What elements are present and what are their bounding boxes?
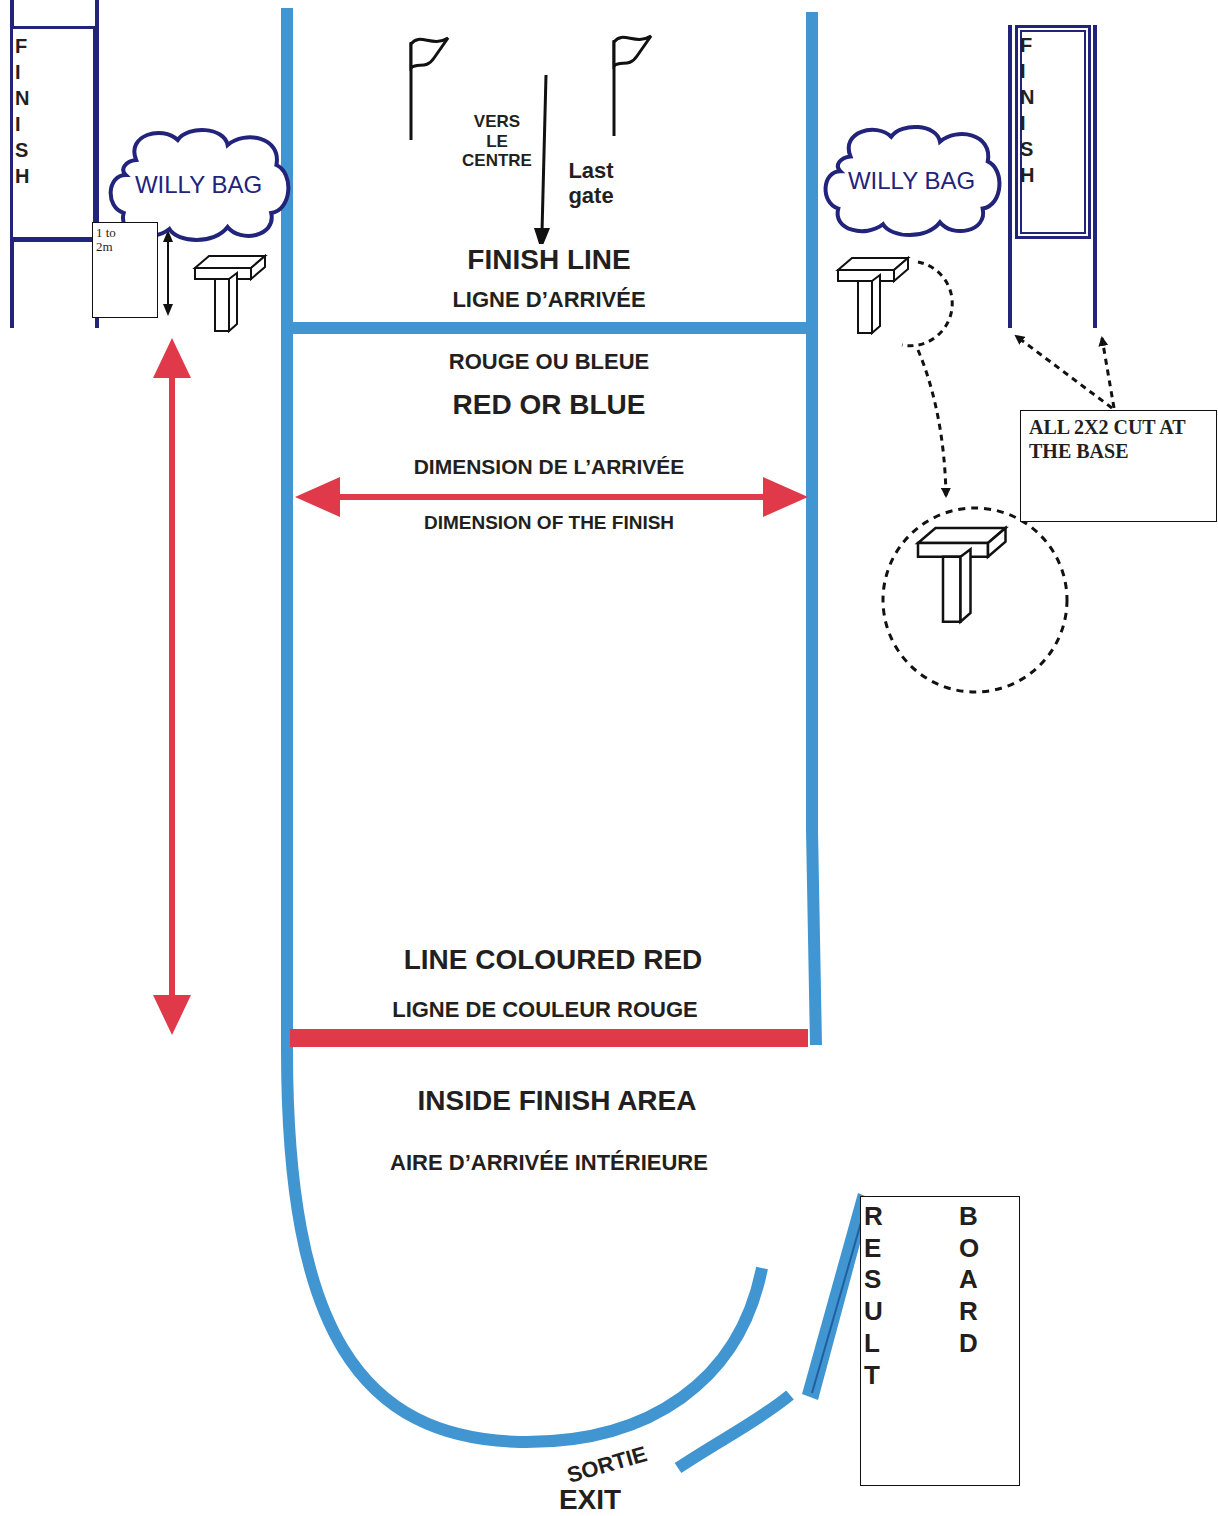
direction-label: VERS LE CENTRE — [459, 112, 535, 171]
area-label: INSIDE FINISH AREA — [415, 1085, 700, 1117]
cloud-shape: WILLY BAG — [820, 122, 1003, 240]
dimension-label: DIMENSION DE L’ARRIVÉE — [411, 455, 688, 479]
post-detail — [918, 528, 1006, 622]
finish-corridor — [287, 8, 816, 1468]
red-line-label: LINE COLOURED RED — [401, 944, 706, 976]
finish-banner-box: FINISH — [10, 26, 96, 240]
detail-leader — [918, 350, 946, 496]
board-column: BOARD — [959, 1201, 979, 1360]
finish-banner: FINISH — [15, 33, 30, 189]
line-colour-note: RED OR BLUE — [450, 389, 649, 421]
height-note: 1 to 2m — [93, 223, 116, 255]
note-box: RESULT BOARD — [860, 1196, 1020, 1486]
exit-label: SORTIE — [561, 1440, 652, 1489]
note-box: ALL 2X2 CUT AT THE BASE — [1020, 410, 1217, 522]
height-arrow — [163, 230, 173, 316]
cut-note: ALL 2X2 CUT AT THE BASE — [1021, 411, 1189, 463]
dimension-arrows — [153, 338, 808, 1035]
finish-line-label: LIGNE D’ARRIVÉE — [449, 287, 648, 312]
detail-circle — [883, 508, 1067, 692]
detail-mark — [902, 262, 952, 346]
finish-banner-box: FINISH — [1015, 25, 1091, 239]
dimension-label: DIMENSION OF THE FINISH — [421, 512, 677, 534]
cut-leader — [1102, 338, 1114, 408]
direction-arrow — [542, 75, 546, 232]
exit-label: EXIT — [556, 1484, 624, 1516]
line-colour-note: ROUGE OU BLEUE — [446, 349, 652, 374]
area-label: AIRE D’ARRIVÉE INTÉRIEURE — [387, 1150, 711, 1175]
finish-posts — [12, 0, 1095, 328]
note-box: 1 to 2m — [92, 222, 158, 318]
result-column: RESULT — [864, 1201, 884, 1391]
finish-banner: FINISH — [1020, 32, 1035, 188]
post-icon — [195, 256, 265, 331]
gate-flags — [411, 36, 651, 140]
post-icon — [838, 258, 908, 333]
exit-barrier-line — [812, 1205, 866, 1393]
finish-line-label: FINISH LINE — [464, 244, 633, 276]
red-line-label: LIGNE DE COULEUR ROUGE — [389, 997, 701, 1022]
cut-leader — [1016, 336, 1112, 408]
willy-bag: WILLY BAG — [135, 171, 262, 199]
willy-bag: WILLY BAG — [848, 167, 975, 195]
red-line — [290, 1029, 808, 1047]
direction-label: Last gate — [565, 158, 616, 209]
